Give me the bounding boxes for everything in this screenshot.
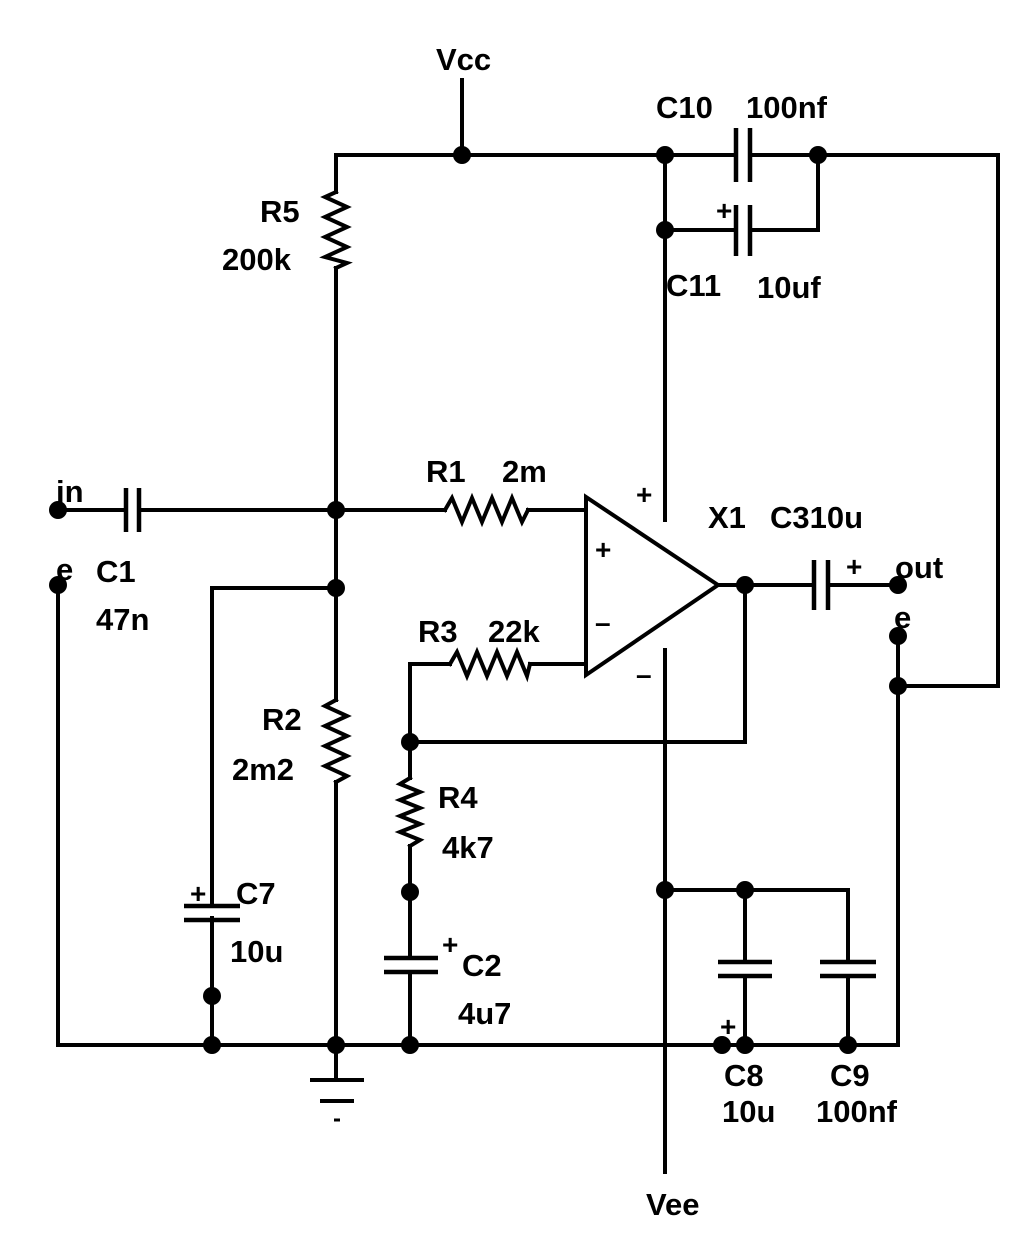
c7-capacitor bbox=[184, 903, 240, 923]
input-label: in bbox=[56, 474, 84, 509]
junction-dot bbox=[736, 1036, 754, 1054]
feedback-wire bbox=[408, 583, 747, 744]
junction-dot bbox=[401, 733, 419, 751]
r5-name: R5 bbox=[260, 194, 300, 229]
c7-polarity: + bbox=[190, 878, 206, 909]
junction-dot bbox=[203, 1036, 221, 1054]
c7-top-wire bbox=[210, 586, 338, 908]
opamp-plus-input: + bbox=[595, 534, 611, 565]
output-ground-label: e bbox=[894, 600, 911, 635]
input-terminal bbox=[49, 501, 67, 519]
c2-capacitor bbox=[384, 955, 438, 975]
junction-dot bbox=[889, 677, 907, 695]
c1-capacitor bbox=[123, 488, 142, 532]
opamp-minus-input: – bbox=[595, 607, 611, 638]
c8-polarity: + bbox=[720, 1011, 736, 1042]
r3-name: R3 bbox=[418, 614, 458, 649]
wires bbox=[56, 78, 1000, 1174]
junction-dot bbox=[713, 1036, 731, 1054]
junction-dot bbox=[327, 1036, 345, 1054]
r5-value: 200k bbox=[222, 242, 292, 277]
c10-name: C10 bbox=[656, 90, 713, 125]
r4-name: R4 bbox=[438, 780, 478, 815]
c7-value: 10u bbox=[230, 934, 283, 969]
junction-dot bbox=[327, 579, 345, 597]
c11-polarity: + bbox=[716, 195, 732, 226]
c7-name: C7 bbox=[236, 876, 276, 911]
output-terminal bbox=[889, 576, 907, 594]
r2-name: R2 bbox=[262, 702, 302, 737]
c9-capacitor bbox=[820, 959, 876, 979]
junction-dot bbox=[839, 1036, 857, 1054]
c2-polarity: + bbox=[442, 929, 458, 960]
c1-name: C1 bbox=[96, 554, 136, 589]
junction-dot bbox=[453, 146, 471, 164]
output-label: out bbox=[895, 550, 943, 585]
c2-name: C2 bbox=[462, 948, 502, 983]
junction-dot bbox=[327, 501, 345, 519]
r4-value: 4k7 bbox=[442, 830, 494, 865]
c9-value: 100nf bbox=[816, 1094, 898, 1129]
r1-resistor bbox=[442, 492, 531, 528]
input-ground-label: e bbox=[56, 552, 73, 587]
junctions bbox=[203, 146, 907, 1054]
opamp-minus-supply: – bbox=[636, 659, 652, 690]
c3-polarity: + bbox=[846, 551, 862, 582]
junction-dot bbox=[736, 576, 754, 594]
opamp-triangle bbox=[584, 493, 722, 679]
c9-name: C9 bbox=[830, 1058, 870, 1093]
c8-value: 10u bbox=[722, 1094, 775, 1129]
junction-dot bbox=[203, 987, 221, 1005]
junction-dot bbox=[401, 883, 419, 901]
junction-dot bbox=[401, 1036, 419, 1054]
c11-capacitor bbox=[733, 205, 753, 256]
c8-name: C8 bbox=[724, 1058, 764, 1093]
vcc-label: Vcc bbox=[436, 42, 491, 77]
ground-symbol bbox=[310, 1078, 364, 1122]
c10-capacitor bbox=[733, 128, 753, 182]
c10-value: 100nf bbox=[746, 90, 828, 125]
ground-rail bbox=[56, 583, 900, 1047]
c3-name-value: C310u bbox=[770, 500, 863, 535]
c8-capacitor bbox=[718, 959, 772, 979]
r2-resistor bbox=[320, 697, 352, 785]
c11-name: C11 bbox=[666, 268, 721, 303]
output-ground-terminal bbox=[889, 627, 907, 645]
vee-label: Vee bbox=[646, 1187, 699, 1222]
junction-dot bbox=[736, 881, 754, 899]
c1-value: 47n bbox=[96, 602, 149, 637]
r5-resistor bbox=[319, 189, 353, 271]
input-ground-terminal bbox=[49, 576, 67, 594]
junction-dot bbox=[809, 146, 827, 164]
c11-value: 10uf bbox=[757, 270, 821, 305]
top-rail-right bbox=[750, 153, 1000, 688]
r2-value: 2m2 bbox=[232, 752, 294, 787]
r1-name: R1 bbox=[426, 454, 466, 489]
junction-dot bbox=[656, 881, 674, 899]
r3-value: 22k bbox=[488, 614, 540, 649]
opamp-plus-supply: + bbox=[636, 479, 652, 510]
r1-value: 2m bbox=[502, 454, 547, 489]
c11-right-wire bbox=[750, 153, 820, 232]
r4-resistor bbox=[394, 775, 426, 849]
opamp-name: X1 bbox=[708, 500, 746, 535]
r3-left-wire bbox=[408, 662, 452, 744]
c2-value: 4u7 bbox=[458, 996, 511, 1031]
junction-dot bbox=[656, 221, 674, 239]
r3-resistor bbox=[447, 646, 533, 683]
junction-dot bbox=[656, 146, 674, 164]
c3-capacitor bbox=[811, 560, 831, 610]
